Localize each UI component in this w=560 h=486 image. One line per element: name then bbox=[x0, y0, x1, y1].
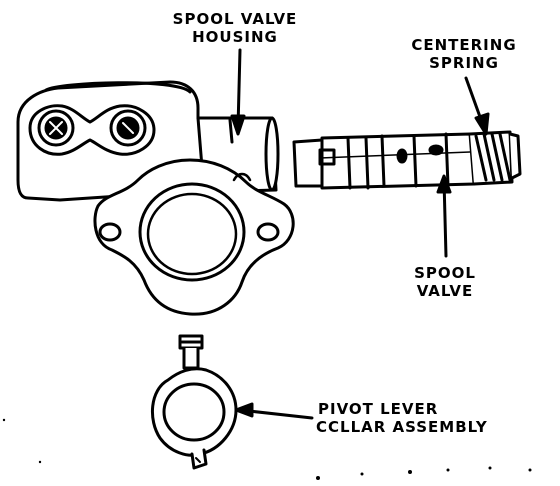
label-line: HOUSING bbox=[192, 28, 278, 46]
label-centering-spring: CENTERING SPRING bbox=[400, 36, 528, 72]
spool-valve bbox=[292, 130, 522, 190]
label-spool-valve: SPOOL VALVE bbox=[400, 264, 490, 300]
label-line: VALVE bbox=[416, 282, 474, 300]
label-line: CCLLAR ASSEMBLY bbox=[316, 418, 488, 436]
label-spool-valve-housing: SPOOL VALVE HOUSING bbox=[165, 10, 305, 46]
spool-valve-housing bbox=[16, 80, 295, 316]
label-line: CENTERING bbox=[411, 36, 517, 54]
leader-lines bbox=[230, 48, 490, 420]
label-line: SPRING bbox=[429, 54, 499, 72]
pivot-lever-collar bbox=[150, 334, 238, 470]
label-line: SPOOL VALVE bbox=[172, 10, 298, 28]
label-line: PIVOT LEVER bbox=[318, 400, 439, 418]
scan-specks bbox=[2, 418, 532, 480]
label-pivot-lever-collar: PIVOT LEVER CCLLAR ASSEMBLY bbox=[316, 400, 488, 436]
label-line: SPOOL bbox=[414, 264, 476, 282]
